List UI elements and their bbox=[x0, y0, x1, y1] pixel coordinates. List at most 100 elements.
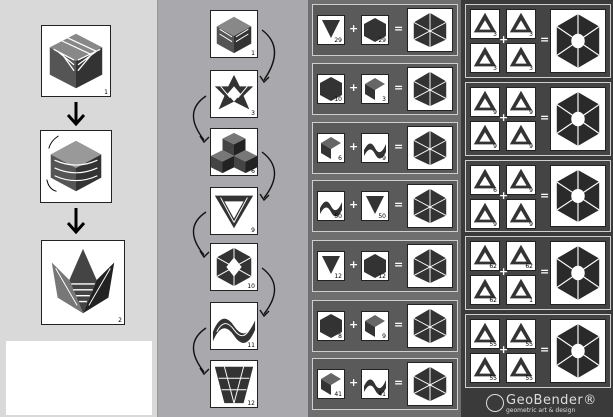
piece-card: 12 bbox=[361, 251, 389, 281]
equals-sign: = bbox=[540, 189, 549, 202]
piece-card: 41 bbox=[317, 369, 345, 399]
piece-card: 9 bbox=[506, 165, 536, 195]
piece-card: 9 bbox=[470, 121, 500, 151]
piece-card: 50 bbox=[317, 191, 345, 221]
plus-sign: + bbox=[349, 258, 358, 271]
piece-card: 55 bbox=[506, 319, 536, 349]
equals-sign: = bbox=[394, 258, 403, 271]
plus-sign: + bbox=[499, 265, 508, 278]
star-shape-illustration bbox=[42, 241, 124, 324]
combination-row: 6+9= bbox=[312, 122, 458, 174]
equals-sign: = bbox=[540, 343, 549, 356]
piece-card: 6 bbox=[317, 133, 345, 163]
piece-number: 1 bbox=[529, 297, 533, 304]
piece-card: 55 bbox=[470, 353, 500, 383]
piece-number: 29 bbox=[334, 37, 342, 44]
piece-card: 6 bbox=[470, 165, 500, 195]
piece-card: 62 bbox=[506, 241, 536, 271]
piece-number: 9 bbox=[493, 221, 497, 228]
equals-sign: = bbox=[394, 198, 403, 211]
arrow-down-icon bbox=[66, 208, 86, 236]
plus-sign: + bbox=[349, 140, 358, 153]
piece-number: 8 bbox=[338, 333, 342, 340]
equals-sign: = bbox=[394, 22, 403, 35]
panel-advanced-combinations: 3333+=9999+=6999+=6262621+=55555555+= bbox=[461, 0, 613, 417]
piece-number: 9 bbox=[529, 143, 533, 150]
result-card bbox=[550, 87, 606, 151]
equals-sign: = bbox=[540, 111, 549, 124]
step-number: 1 bbox=[104, 89, 108, 96]
piece-number: 9 bbox=[529, 221, 533, 228]
piece-card: 41 bbox=[361, 369, 389, 399]
combination-row: 41+41= bbox=[312, 358, 458, 410]
piece-number: 10 bbox=[334, 96, 342, 103]
piece-card: 9 bbox=[470, 87, 500, 117]
result-card bbox=[407, 8, 453, 52]
logo-mark-icon bbox=[486, 394, 504, 412]
result-card bbox=[550, 165, 606, 227]
piece-card: 29 bbox=[361, 15, 389, 45]
combination-row: 10+3= bbox=[312, 63, 458, 115]
piece-number: 9 bbox=[493, 109, 497, 116]
result-card bbox=[550, 9, 606, 73]
result-card bbox=[407, 126, 453, 170]
piece-number: 3 bbox=[529, 65, 533, 72]
plus-sign: + bbox=[499, 189, 508, 202]
combination-row: 50+50= bbox=[312, 180, 458, 232]
piece-card: 3 bbox=[506, 9, 536, 39]
plus-sign: + bbox=[349, 22, 358, 35]
result-card bbox=[407, 244, 453, 288]
plus-sign: + bbox=[349, 318, 358, 331]
piece-card: 62 bbox=[470, 275, 500, 305]
piece-number: 9 bbox=[382, 155, 386, 162]
piece-number: 55 bbox=[525, 341, 533, 348]
piece-number: 41 bbox=[334, 391, 342, 398]
piece-card: 3 bbox=[470, 9, 500, 39]
advanced-combination-group: 9999+= bbox=[465, 82, 611, 156]
piece-number: 9 bbox=[493, 143, 497, 150]
piece-card: 55 bbox=[470, 319, 500, 349]
piece-card: 55 bbox=[506, 353, 536, 383]
piece-number: 12 bbox=[334, 273, 342, 280]
result-card bbox=[550, 319, 606, 383]
piece-number: 3 bbox=[382, 96, 386, 103]
step-card: 2 bbox=[41, 240, 125, 325]
twist-cube-illustration bbox=[41, 131, 111, 202]
advanced-combination-group: 3333+= bbox=[465, 4, 611, 78]
plus-sign: + bbox=[349, 376, 358, 389]
plus-sign: + bbox=[349, 81, 358, 94]
piece-number: 62 bbox=[525, 263, 533, 270]
piece-card: 3 bbox=[361, 74, 389, 104]
step-card: 1 bbox=[41, 25, 111, 97]
piece-card: 50 bbox=[361, 191, 389, 221]
result-card bbox=[407, 184, 453, 228]
piece-card: 9 bbox=[361, 133, 389, 163]
equals-sign: = bbox=[394, 318, 403, 331]
piece-number: 55 bbox=[525, 375, 533, 382]
piece-number: 9 bbox=[529, 187, 533, 194]
piece-number: 62 bbox=[489, 263, 497, 270]
piece-number: 55 bbox=[489, 341, 497, 348]
piece-number: 50 bbox=[378, 213, 386, 220]
piece-card: 1 bbox=[506, 275, 536, 305]
blank-area bbox=[6, 341, 152, 415]
piece-number: 9 bbox=[529, 109, 533, 116]
piece-card: 9 bbox=[506, 87, 536, 117]
piece-card: 9 bbox=[506, 199, 536, 229]
piece-number: 3 bbox=[529, 31, 533, 38]
piece-card: 8 bbox=[317, 311, 345, 341]
piece-card: 29 bbox=[317, 15, 345, 45]
step-card-twist bbox=[40, 130, 112, 203]
curved-arrows bbox=[158, 0, 308, 417]
piece-number: 6 bbox=[493, 187, 497, 194]
geobender-logo: GeoBender® geometric art & design bbox=[466, 392, 610, 416]
piece-card: 3 bbox=[506, 43, 536, 73]
piece-number: 9 bbox=[382, 333, 386, 340]
equals-sign: = bbox=[540, 33, 549, 46]
piece-card: 9 bbox=[361, 311, 389, 341]
panel-fold-sequence: 1 3 6 9 bbox=[158, 0, 308, 417]
plus-sign: + bbox=[499, 343, 508, 356]
panel-cube-steps: 1 2 bbox=[0, 0, 158, 417]
